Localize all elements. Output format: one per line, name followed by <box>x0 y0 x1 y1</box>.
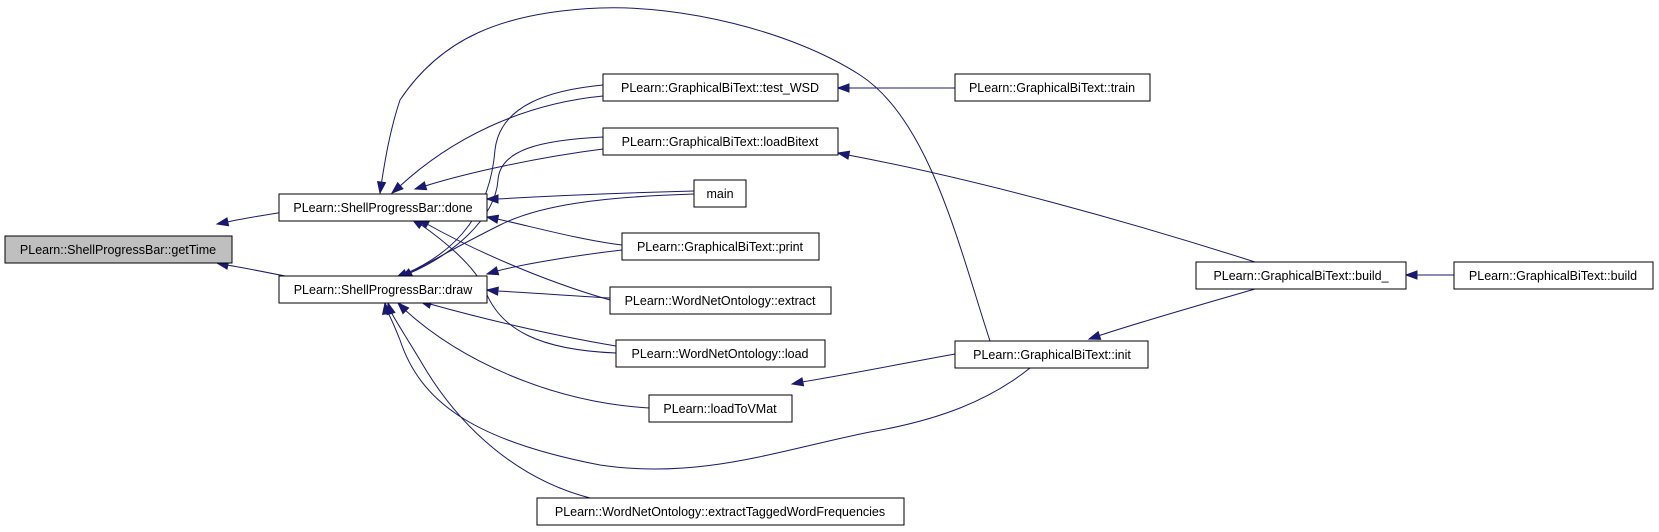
node-label: PLearn::GraphicalBiText::print <box>637 240 804 254</box>
edge-init-to-loadToVMat <box>801 353 956 383</box>
node-label: PLearn::ShellProgressBar::getTime <box>20 243 216 257</box>
arrowhead-draw <box>485 266 500 276</box>
edge-loadToVMat-to-draw <box>404 309 650 409</box>
arrowhead-loadToVMat <box>790 377 805 387</box>
node-label: PLearn::GraphicalBiText::loadBitext <box>622 135 819 149</box>
node-train[interactable]: PLearn::GraphicalBiText::train <box>954 73 1151 102</box>
edge-test_WSD-to-done <box>399 95 604 187</box>
node-label: PLearn::WordNetOntology::extractTaggedWo… <box>555 505 885 519</box>
arrowhead-done <box>413 181 428 191</box>
arrowhead-loadBitext <box>836 150 851 160</box>
node-label: PLearn::ShellProgressBar::draw <box>294 283 474 297</box>
node-extract[interactable]: PLearn::WordNetOntology::extract <box>609 286 832 315</box>
edge-draw-to-getTime <box>226 264 291 278</box>
node-label: PLearn::GraphicalBiText::init <box>973 348 1131 362</box>
node-label: PLearn::GraphicalBiText::build <box>1469 269 1637 283</box>
node-label: PLearn::WordNetOntology::load <box>632 347 809 361</box>
edge-print-to-draw <box>496 249 623 272</box>
edge-init-to-done <box>380 7 991 342</box>
edge-print-to-done <box>496 218 623 246</box>
edge-extract-to-draw <box>496 290 611 299</box>
arrowhead-init <box>1087 330 1102 340</box>
edge-load-to-draw <box>429 303 617 347</box>
arrowhead-draw <box>386 301 396 316</box>
node-build[interactable]: PLearn::GraphicalBiText::build <box>1453 261 1654 290</box>
edge-main-to-done <box>496 190 695 200</box>
node-main[interactable]: main <box>693 179 747 208</box>
arrowhead-done <box>485 214 500 224</box>
arrowhead-draw <box>485 286 499 296</box>
nodes-layer: PLearn::ShellProgressBar::getTime PLearn… <box>4 73 1654 526</box>
node-build_[interactable]: PLearn::GraphicalBiText::build_ <box>1195 261 1407 290</box>
node-label: main <box>706 187 733 201</box>
node-draw[interactable]: PLearn::ShellProgressBar::draw <box>278 275 488 304</box>
edge-build_-to-loadBitext <box>847 154 1256 263</box>
edge-extract-to-done <box>426 223 611 301</box>
node-loadToVMat[interactable]: PLearn::loadToVMat <box>648 394 793 423</box>
arrowhead-build_ <box>1404 270 1418 280</box>
arrowhead-done <box>390 181 404 194</box>
arrowhead-test_WSD <box>836 83 850 93</box>
edge-extractTagged-to-draw <box>389 309 591 499</box>
edges-layer <box>215 7 1454 499</box>
node-label: PLearn::ShellProgressBar::done <box>293 201 472 215</box>
node-label: PLearn::GraphicalBiText::train <box>969 81 1135 95</box>
node-loadBitext[interactable]: PLearn::GraphicalBiText::loadBitext <box>602 127 839 156</box>
node-label: PLearn::loadToVMat <box>663 402 777 416</box>
edge-loadBitext-to-done <box>424 148 604 187</box>
node-test_WSD[interactable]: PLearn::GraphicalBiText::test_WSD <box>602 73 839 102</box>
edge-build_-to-init <box>1097 288 1256 337</box>
node-label: PLearn::WordNetOntology::extract <box>625 294 816 308</box>
node-init[interactable]: PLearn::GraphicalBiText::init <box>954 340 1149 369</box>
node-getTime[interactable]: PLearn::ShellProgressBar::getTime <box>4 235 233 264</box>
node-extractTagged[interactable]: PLearn::WordNetOntology::extractTaggedWo… <box>536 497 905 526</box>
arrowhead-draw <box>396 301 410 315</box>
node-label: PLearn::GraphicalBiText::build_ <box>1213 269 1389 283</box>
node-load[interactable]: PLearn::WordNetOntology::load <box>615 339 826 368</box>
arrowhead-done <box>376 180 387 195</box>
edge-main-to-draw <box>409 193 695 274</box>
edge-test_WSD-to-draw <box>404 84 604 275</box>
edge-init-to-draw <box>385 309 1031 470</box>
node-label: PLearn::GraphicalBiText::test_WSD <box>621 81 819 95</box>
arrowhead-getTime <box>215 217 230 227</box>
node-done[interactable]: PLearn::ShellProgressBar::done <box>278 193 488 222</box>
node-print[interactable]: PLearn::GraphicalBiText::print <box>621 232 820 261</box>
